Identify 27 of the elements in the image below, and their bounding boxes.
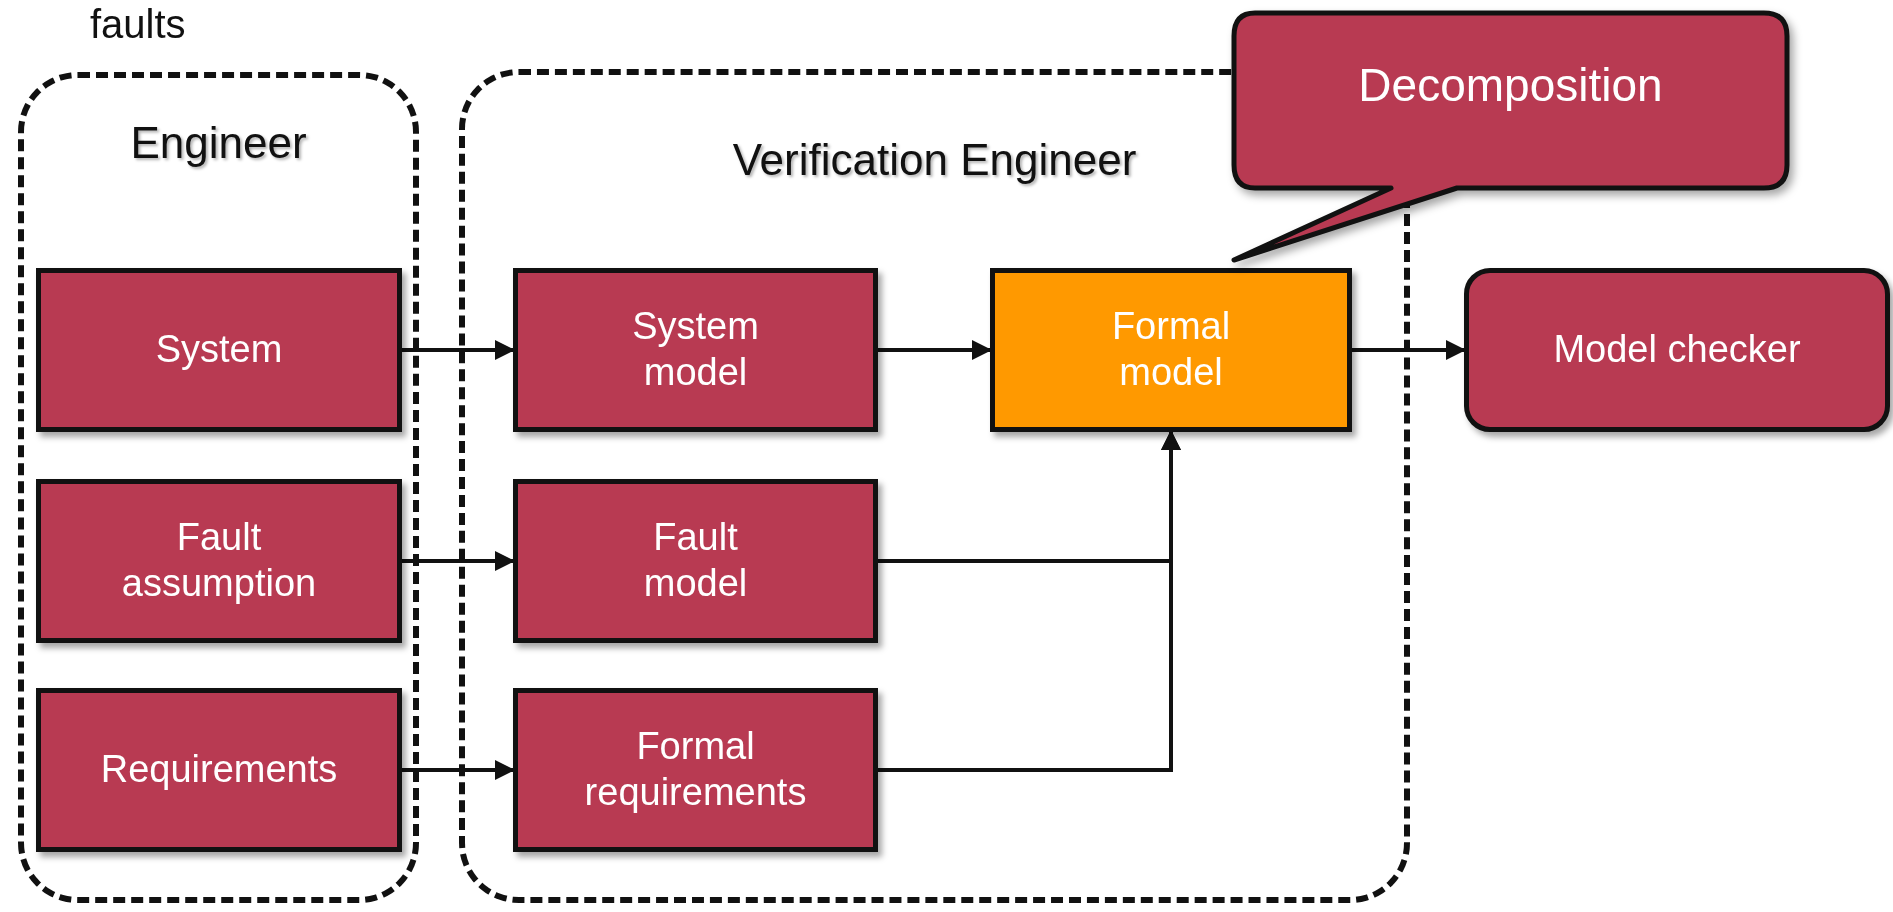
- callout-bubble: [1231, 10, 1790, 263]
- box-label: System model: [631, 304, 760, 395]
- box-label: Requirements: [100, 747, 338, 793]
- arrow: [402, 760, 515, 780]
- heading-text: faults: [90, 2, 186, 46]
- arrow: [402, 551, 515, 571]
- arrow: [402, 340, 515, 360]
- box-label: System: [155, 327, 283, 373]
- box-label: Model checker: [1553, 327, 1801, 373]
- box-label: Fault assumption: [120, 515, 318, 606]
- process-box: [990, 268, 1352, 432]
- arrow: [1352, 340, 1466, 360]
- box-label: Formal model: [1110, 304, 1232, 395]
- box-label: Formal requirements: [583, 724, 808, 815]
- process-box: [36, 688, 402, 852]
- group-label: Engineer: [129, 118, 308, 168]
- box-label: Fault model: [642, 515, 749, 606]
- process-box: [513, 479, 878, 643]
- arrow: [878, 340, 992, 360]
- dashed-group-region: [18, 72, 419, 903]
- callout-text: Decomposition: [1358, 58, 1663, 112]
- process-box: [36, 479, 402, 643]
- process-box: [513, 268, 878, 432]
- process-box: [1464, 268, 1890, 432]
- process-box: [513, 688, 878, 852]
- group-label: Verification Engineer: [731, 135, 1138, 185]
- process-box: [36, 268, 402, 432]
